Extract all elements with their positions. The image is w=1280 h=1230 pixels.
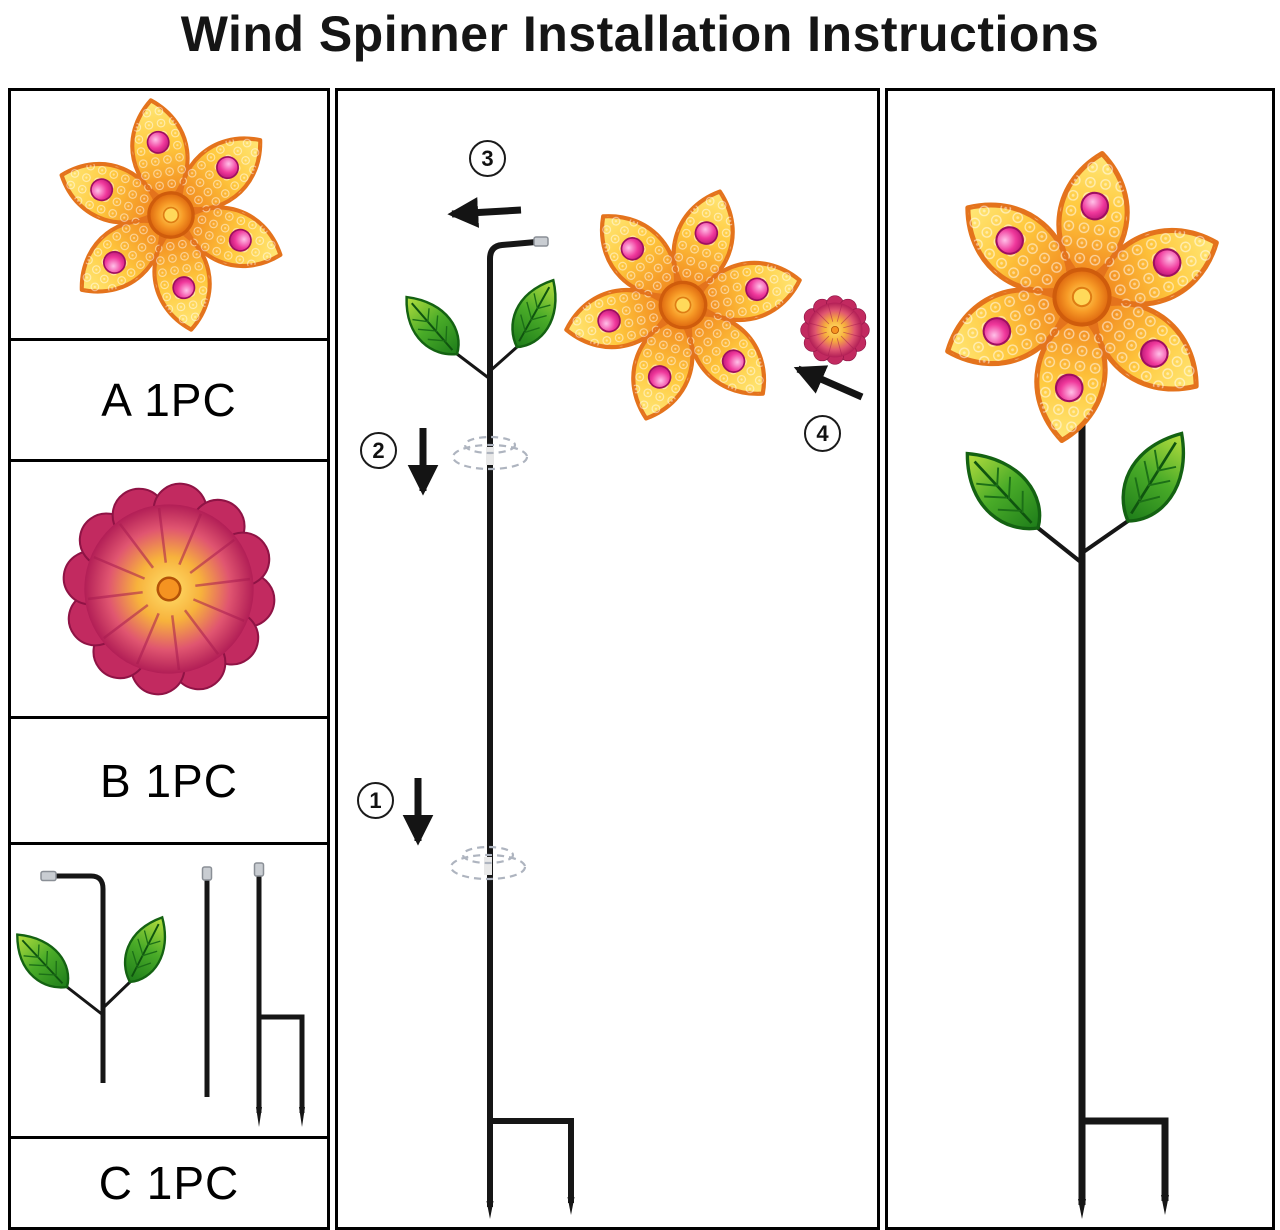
left-arrow-icon	[447, 197, 522, 228]
leaf-icon	[1104, 419, 1205, 536]
step-arrows	[402, 197, 864, 846]
page-title: Wind Spinner Installation Instructions	[180, 6, 1100, 62]
flower-spinner-icon	[11, 91, 327, 338]
step-4-badge: 4	[804, 415, 841, 452]
leaf-icon	[948, 434, 1057, 548]
center-pole	[484, 236, 575, 1219]
leaf-icon	[499, 270, 571, 357]
leaf-icon	[112, 908, 180, 991]
part-b-image-box	[8, 459, 330, 719]
part-c-image-box	[8, 842, 330, 1139]
part-a-image-box	[8, 88, 330, 341]
stake-rods	[55, 873, 305, 1113]
stake-parts-icon	[11, 862, 305, 1127]
cap-small-icon	[800, 295, 870, 365]
part-a-label: A 1PC	[8, 338, 330, 462]
part-c-label: C 1PC	[8, 1136, 330, 1230]
part-b-label: B 1PC	[8, 716, 330, 845]
rod-silver-tips	[40, 862, 265, 882]
joint-guides	[449, 435, 529, 881]
assembled-wind-spinner	[888, 91, 1272, 1219]
assembly-diagram-panel	[335, 88, 880, 1230]
step-2-badge: 2	[360, 432, 397, 469]
step-1-badge: 1	[357, 782, 394, 819]
step-3-badge: 3	[469, 140, 506, 177]
flower-head-icon	[535, 155, 832, 454]
assembled-product-panel	[885, 88, 1275, 1230]
flower-cap-icon	[47, 467, 291, 711]
hook-silver-tip	[533, 236, 549, 247]
assembly-diagram	[392, 91, 870, 1219]
flower-head-icon	[921, 134, 1243, 460]
upleft-arrow-icon	[793, 365, 864, 401]
